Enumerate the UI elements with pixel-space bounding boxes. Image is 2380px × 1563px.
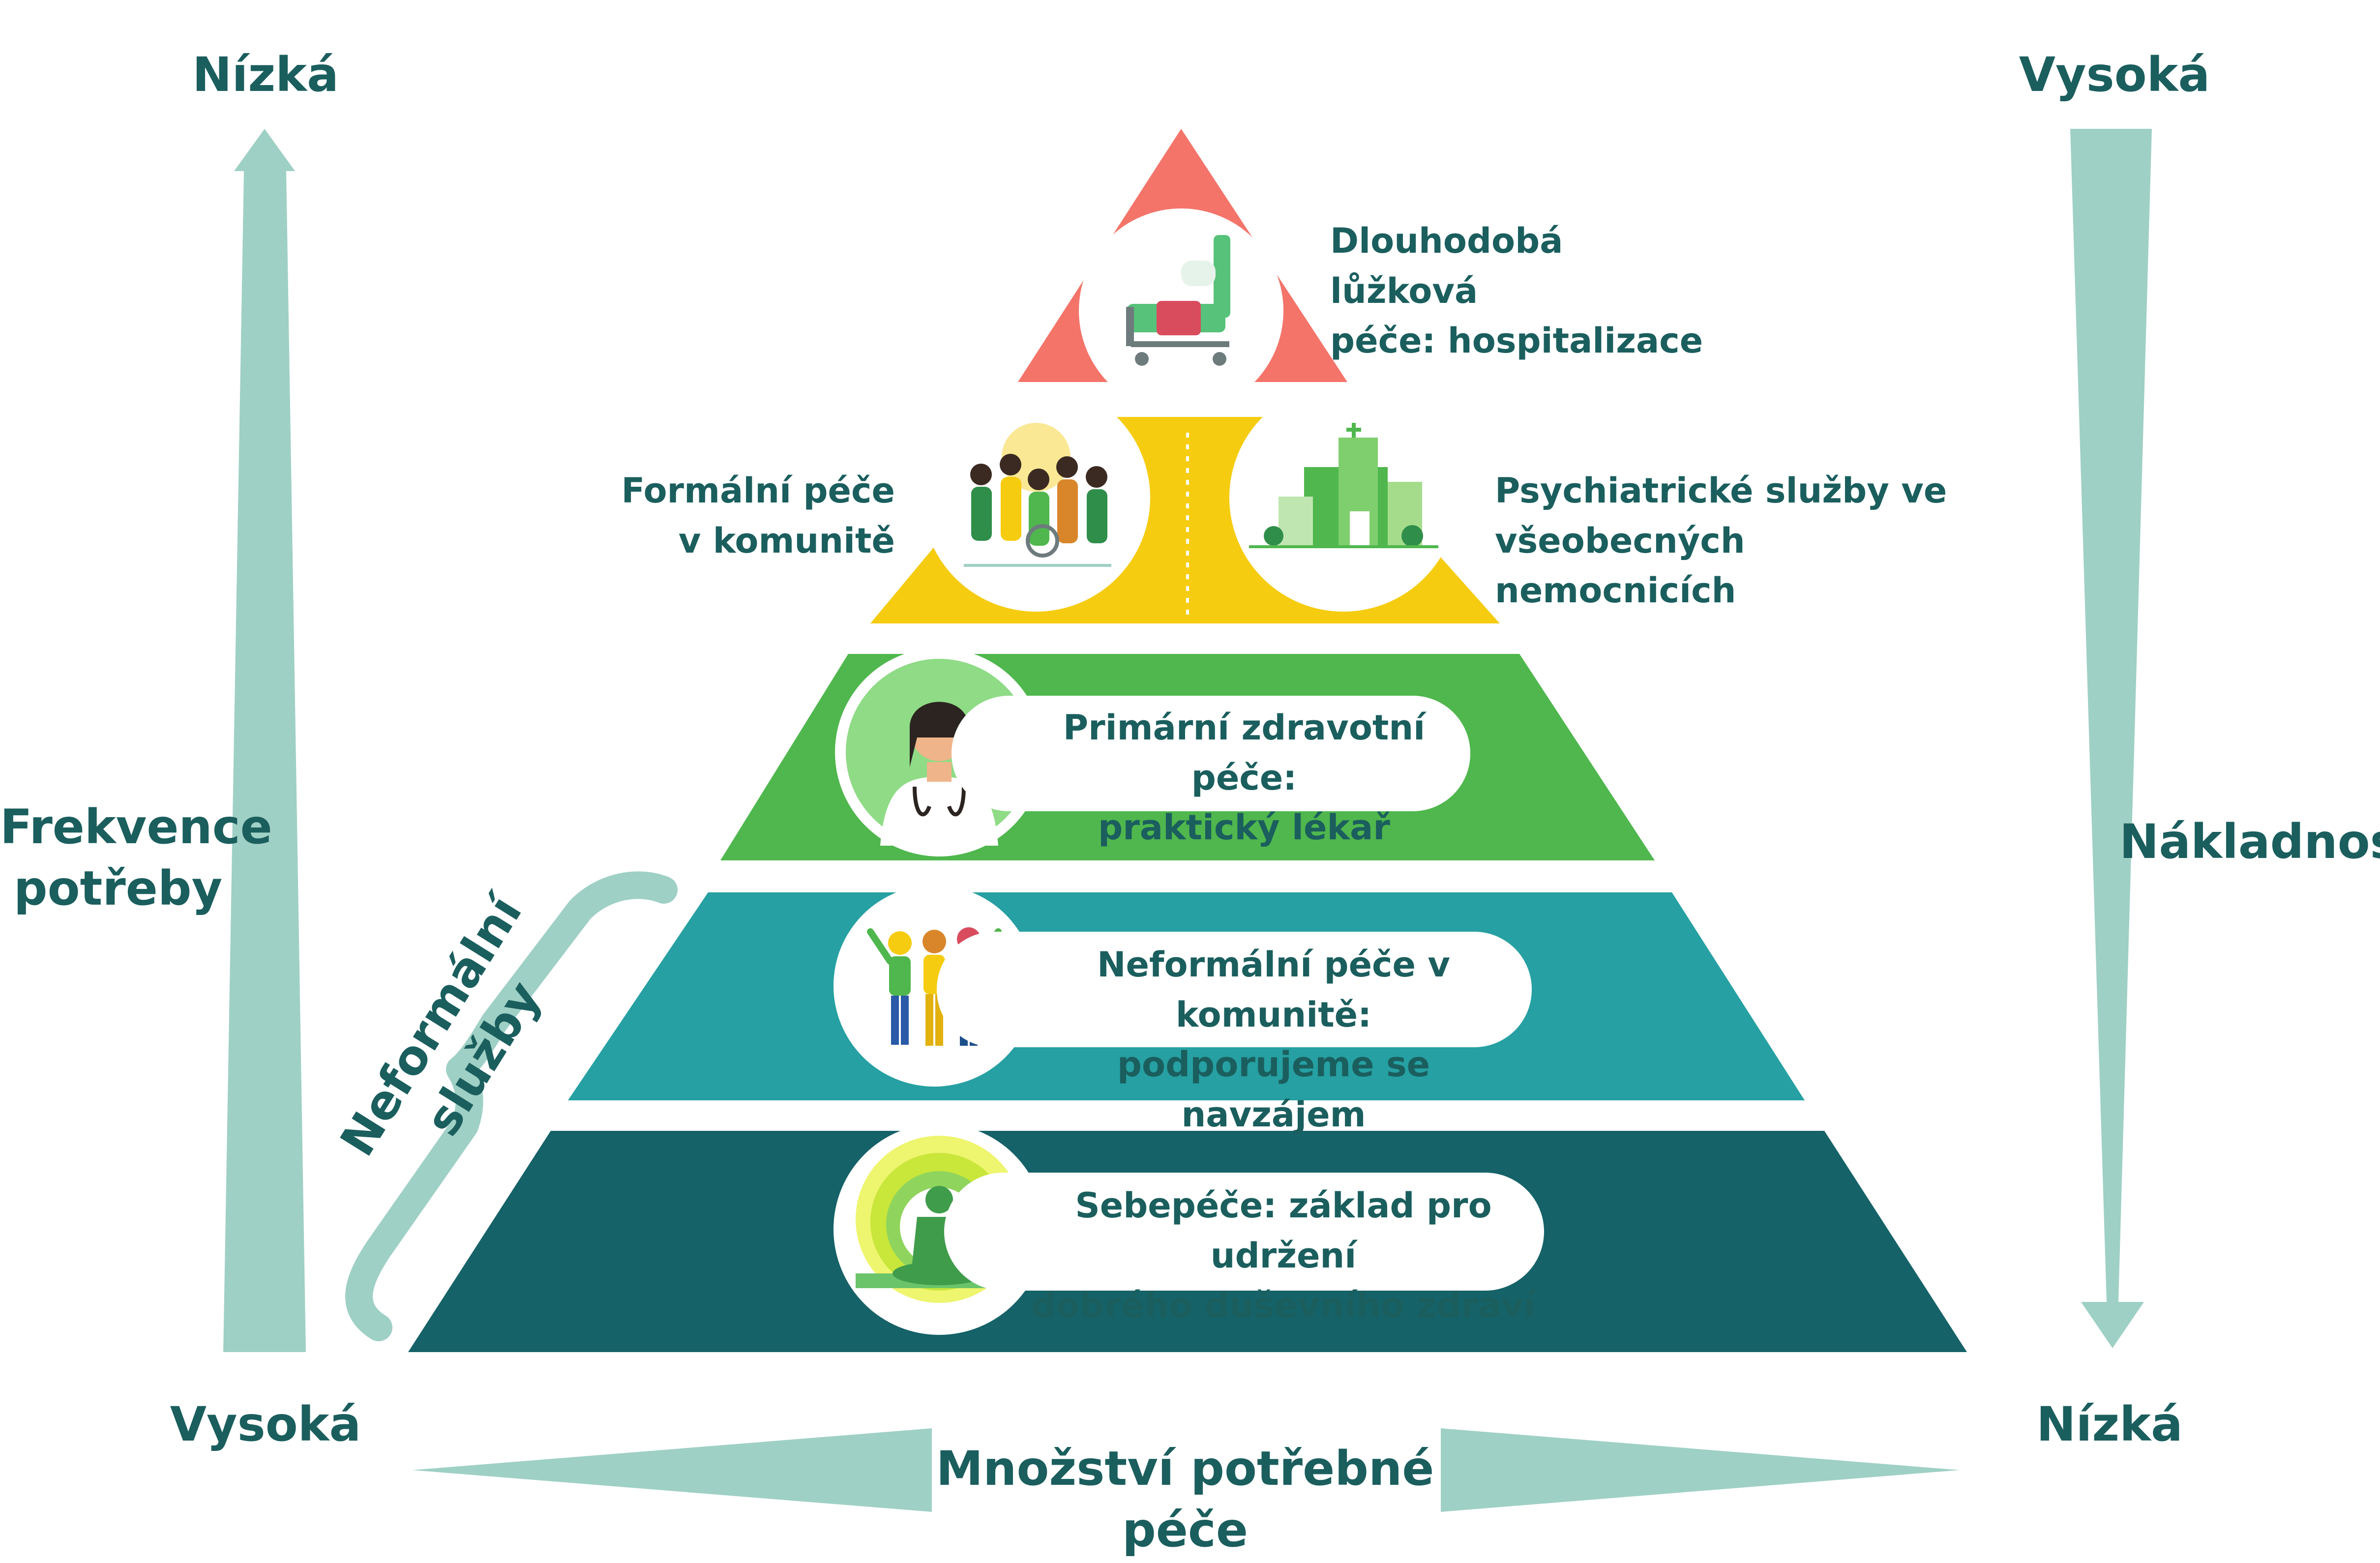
top-level-line1: Dlouhodobá lůžková <box>1330 221 1563 311</box>
base-level-line2: dobrého duševního zdraví <box>1031 1285 1536 1326</box>
amount-arrow-right <box>1441 1428 1960 1512</box>
fourth-level-line1: Neformální péče v komunitě: <box>1097 944 1451 1035</box>
second-level-left-line1: Formální péče <box>621 471 895 511</box>
third-level-line1: Primární zdravotní péče: <box>1063 708 1426 798</box>
cost-arrow <box>2070 129 2152 1348</box>
pill-third <box>952 696 1470 811</box>
bottom-axis-title: Množství potřebné péče <box>936 1441 1434 1558</box>
fourth-level-text: Neformální péče v komunitě: podporujeme … <box>1023 940 1524 1140</box>
third-level-text: Primární zdravotní péče: praktický lékař <box>1028 703 1460 853</box>
left-axis-bottom-label: Vysoká <box>170 1397 361 1452</box>
right-axis-top-label: Vysoká <box>2019 47 2210 102</box>
pill-fourth <box>937 932 1532 1047</box>
second-level-right-line1: Psychiatrické služby ve <box>1495 471 1947 511</box>
left-axis-title-line1: Frekvence <box>0 799 272 855</box>
amount-arrow-left <box>412 1428 932 1512</box>
left-axis-top-label: Nízká <box>192 47 339 102</box>
base-level-text: Sebepéče: základ pro udržení dobrého duš… <box>1028 1181 1539 1331</box>
frequency-arrow <box>223 129 306 1352</box>
top-level-line2: péče: hospitalizace <box>1330 321 1703 361</box>
second-level-left-line2: v komunitě <box>678 520 895 561</box>
left-axis-title-line2: potřeby <box>13 860 223 916</box>
second-level-right-line2: všeobecných nemocnicích <box>1495 520 1745 611</box>
fourth-level-line2: podporujeme se navzájem <box>1117 1044 1430 1135</box>
informal-services-brace <box>345 871 678 1341</box>
third-level-line2: praktický lékař <box>1098 807 1390 848</box>
hospital-building-icon <box>1229 383 1458 612</box>
base-level-line1: Sebepéče: základ pro udržení <box>1075 1185 1492 1276</box>
second-level-right-text: Psychiatrické služby ve všeobecných nemo… <box>1495 466 1977 616</box>
hospital-bed-icon <box>1079 208 1283 413</box>
left-axis-title: Frekvence potřeby <box>0 796 272 919</box>
right-axis-bottom-label: Nízká <box>2036 1397 2183 1452</box>
right-axis-title: Nákladnost <box>2119 814 2380 869</box>
second-level-left-text: Formální péče v komunitě <box>600 466 895 566</box>
pill-base <box>944 1173 1544 1291</box>
community-group-icon <box>922 383 1150 612</box>
top-level-text: Dlouhodobá lůžková péče: hospitalizace <box>1330 216 1704 366</box>
